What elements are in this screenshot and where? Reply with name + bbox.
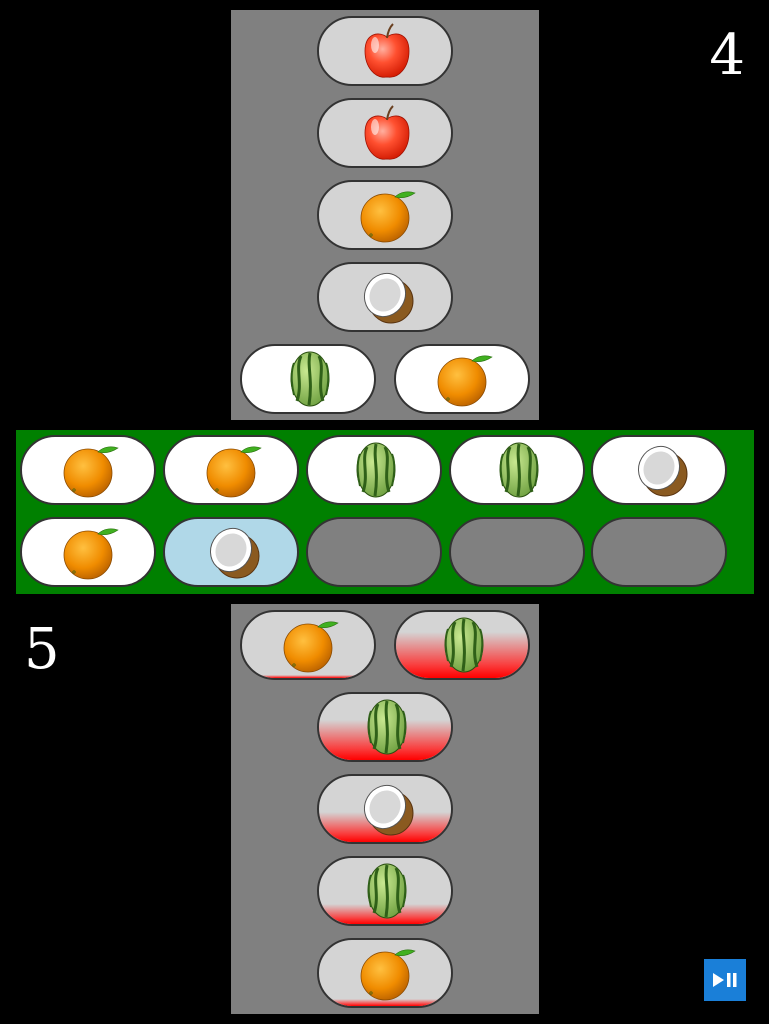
board-cell[interactable] — [591, 517, 727, 587]
board-cell[interactable] — [449, 517, 585, 587]
board-cell[interactable] — [163, 435, 299, 505]
top-tray-slot[interactable] — [317, 98, 453, 168]
bottom-player-tray — [231, 604, 539, 1014]
board-cell[interactable] — [306, 435, 442, 505]
orange-icon — [434, 349, 494, 409]
coconut-icon — [357, 267, 417, 327]
bottom-tray-slot[interactable] — [317, 692, 453, 762]
timer-fill — [242, 675, 374, 678]
watermelon-icon — [357, 861, 417, 921]
board-cell[interactable] — [20, 435, 156, 505]
board-cell[interactable] — [449, 435, 585, 505]
bottom-tray-slot[interactable] — [240, 610, 376, 680]
board-cell[interactable] — [306, 517, 442, 587]
watermelon-icon — [280, 349, 340, 409]
board-cell[interactable] — [163, 517, 299, 587]
play-pause-icon — [713, 973, 737, 987]
coconut-icon — [631, 440, 691, 500]
top-tray-slot[interactable] — [317, 262, 453, 332]
watermelon-icon — [357, 697, 417, 757]
orange-icon — [357, 943, 417, 1003]
top-player-tray — [231, 10, 539, 420]
top-tray-slot[interactable] — [394, 344, 530, 414]
apple-icon — [357, 103, 417, 163]
bottom-tray-slot[interactable] — [317, 856, 453, 926]
watermelon-icon — [489, 440, 549, 500]
top-tray-slot[interactable] — [240, 344, 376, 414]
top-tray-slot[interactable] — [317, 180, 453, 250]
game-board — [16, 430, 754, 594]
top-tray-slot[interactable] — [317, 16, 453, 86]
bottom-tray-slot[interactable] — [394, 610, 530, 680]
coconut-icon — [357, 779, 417, 839]
watermelon-icon — [346, 440, 406, 500]
apple-icon — [357, 21, 417, 81]
coconut-icon — [203, 522, 263, 582]
orange-icon — [280, 615, 340, 675]
board-cell[interactable] — [20, 517, 156, 587]
bottom-player-score: 5 — [24, 617, 60, 682]
orange-icon — [203, 440, 263, 500]
watermelon-icon — [434, 615, 494, 675]
bottom-tray-slot[interactable] — [317, 774, 453, 844]
orange-icon — [60, 440, 120, 500]
orange-icon — [357, 185, 417, 245]
top-player-score: 4 — [709, 23, 745, 88]
board-cell[interactable] — [591, 435, 727, 505]
orange-icon — [60, 522, 120, 582]
play-pause-button[interactable] — [704, 959, 746, 1001]
timer-fill — [319, 999, 451, 1006]
bottom-tray-slot[interactable] — [317, 938, 453, 1008]
